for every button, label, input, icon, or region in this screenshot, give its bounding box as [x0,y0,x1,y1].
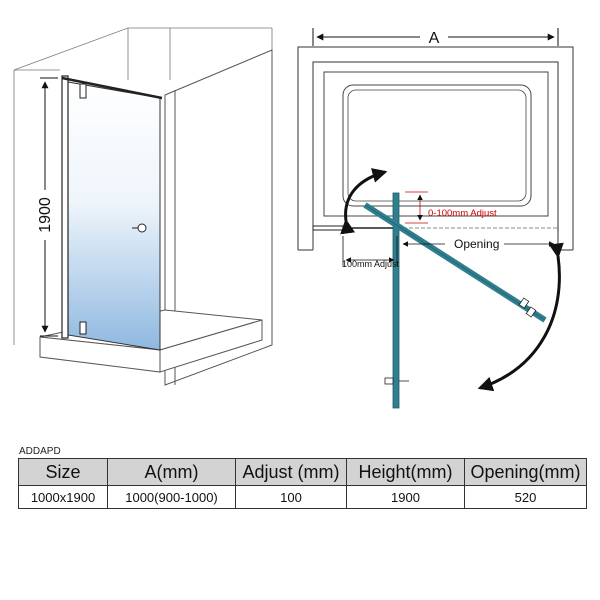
spec-table: Size A(mm) Adjust (mm) Height(mm) Openin… [18,458,587,509]
height-label: 1900 [37,197,54,233]
shower-door-diagram: 1900 A [13,27,574,409]
cell-height: 1900 [346,485,465,509]
table-row: 1000x1900 1000(900-1000) 100 1900 520 [18,485,587,509]
cell-opening: 520 [464,485,587,509]
header-height: Height(mm) [346,458,465,486]
rotate-arrow-bottom [477,242,564,392]
adjust-dimension: 0-100mm Adjust [405,191,497,224]
spec-table-header-row: Size A(mm) Adjust (mm) Height(mm) Openin… [18,458,587,486]
rotate-arrow-top [340,168,388,235]
bottom-adjust-label: 100mm Adjust [342,259,400,269]
opening-dimension: Opening [402,237,555,251]
header-opening: Opening(mm) [464,458,587,486]
adjust-label: 0-100mm Adjust [428,208,497,219]
cell-size: 1000x1900 [18,485,108,509]
door-closed-position [392,192,400,409]
plan-view: A 0-100mm Adjust [297,28,574,409]
height-dimension: 1900 [37,77,58,337]
header-size: Size [18,458,108,486]
header-adjust: Adjust (mm) [235,458,347,486]
enclosure-3d [13,27,273,386]
cell-a: 1000(900-1000) [107,485,236,509]
bottom-adjust-dimension: 100mm Adjust [342,236,400,269]
door-glass [67,81,161,351]
cell-adjust: 100 [235,485,347,509]
handle-icon [137,223,147,233]
opening-label: Opening [454,237,499,251]
header-a: A(mm) [107,458,236,486]
model-code: ADDAPD [19,446,61,457]
width-label: A [429,30,440,47]
